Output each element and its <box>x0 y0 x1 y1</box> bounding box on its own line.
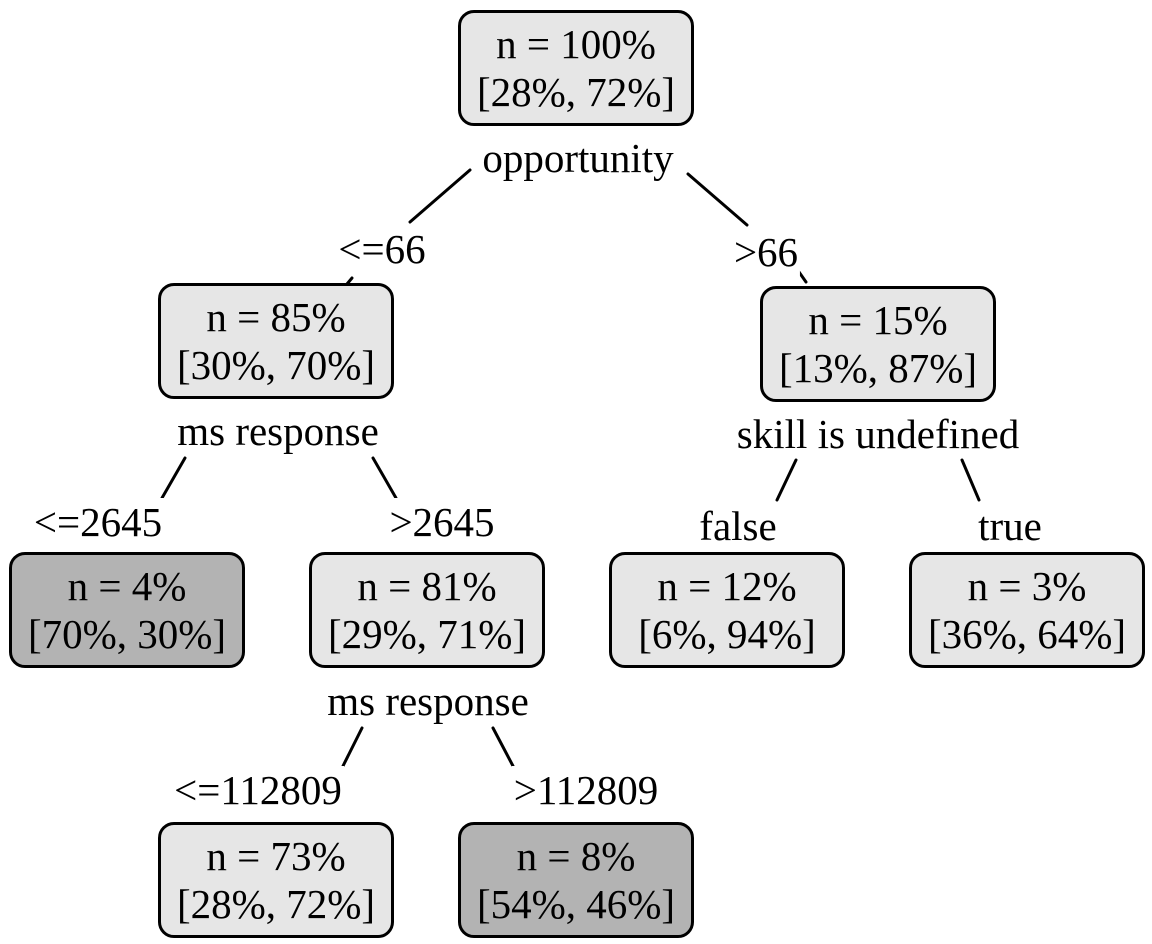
edge-left-right-line <box>371 456 398 500</box>
node-root-distribution: [28%, 72%] <box>476 69 676 115</box>
node-lr-right-count: n = 8% <box>516 833 636 879</box>
node-left-distribution: [30%, 70%] <box>176 342 376 388</box>
node-lr-right: n = 8% [54%, 46%] <box>458 822 694 938</box>
node-left-left: n = 4% [70%, 30%] <box>9 552 245 668</box>
node-root-count: n = 100% <box>496 21 656 67</box>
node-right-left: n = 12% [6%, 94%] <box>609 552 845 668</box>
edge-lr-right-line <box>491 726 515 768</box>
edge-label-left-left: <=2645 <box>31 498 165 546</box>
node-left-right-distribution: [29%, 71%] <box>327 611 527 657</box>
node-right: n = 15% [13%, 87%] <box>760 286 996 402</box>
node-right-distribution: [13%, 87%] <box>778 345 978 391</box>
edge-root-right-line <box>686 172 749 227</box>
edge-root-left-line <box>408 168 472 224</box>
node-lr-left: n = 73% [28%, 72%] <box>158 822 394 938</box>
node-left-right: n = 81% [29%, 71%] <box>309 552 545 668</box>
edge-label-root-right: >66 <box>731 228 801 276</box>
edge-label-left-right: >2645 <box>387 498 497 546</box>
node-right-left-distribution: [6%, 94%] <box>638 611 816 657</box>
edge-left-left-line <box>160 456 187 500</box>
edge-root-right-stub <box>797 270 808 284</box>
node-lr-left-count: n = 73% <box>206 833 346 879</box>
split-label-right: skill is undefined <box>734 410 1022 458</box>
node-left-left-count: n = 4% <box>67 563 187 609</box>
node-left-count: n = 85% <box>206 294 346 340</box>
node-right-right: n = 3% [36%, 64%] <box>909 552 1145 668</box>
edge-label-right-right: true <box>976 502 1044 550</box>
edge-right-left-line <box>775 458 798 502</box>
node-right-count: n = 15% <box>808 297 948 343</box>
node-right-left-count: n = 12% <box>657 563 797 609</box>
split-label-left-right: ms response <box>325 677 531 725</box>
node-left-right-count: n = 81% <box>357 563 497 609</box>
edge-label-lr-left: <=112809 <box>172 766 344 814</box>
split-label-left: ms response <box>175 407 381 455</box>
edge-lr-left-line <box>341 726 364 768</box>
node-left: n = 85% [30%, 70%] <box>158 283 394 399</box>
split-label-root: opportunity <box>480 134 676 182</box>
node-right-right-distribution: [36%, 64%] <box>927 611 1127 657</box>
edge-label-lr-right: >112809 <box>511 766 661 814</box>
edge-label-root-left: <=66 <box>336 225 428 273</box>
node-right-right-count: n = 3% <box>967 563 1087 609</box>
node-root: n = 100% [28%, 72%] <box>458 10 694 126</box>
edge-right-right-line <box>960 458 981 502</box>
node-lr-left-distribution: [28%, 72%] <box>176 881 376 927</box>
node-left-left-distribution: [70%, 30%] <box>27 611 227 657</box>
node-lr-right-distribution: [54%, 46%] <box>476 881 676 927</box>
edge-label-right-left: false <box>697 502 779 550</box>
